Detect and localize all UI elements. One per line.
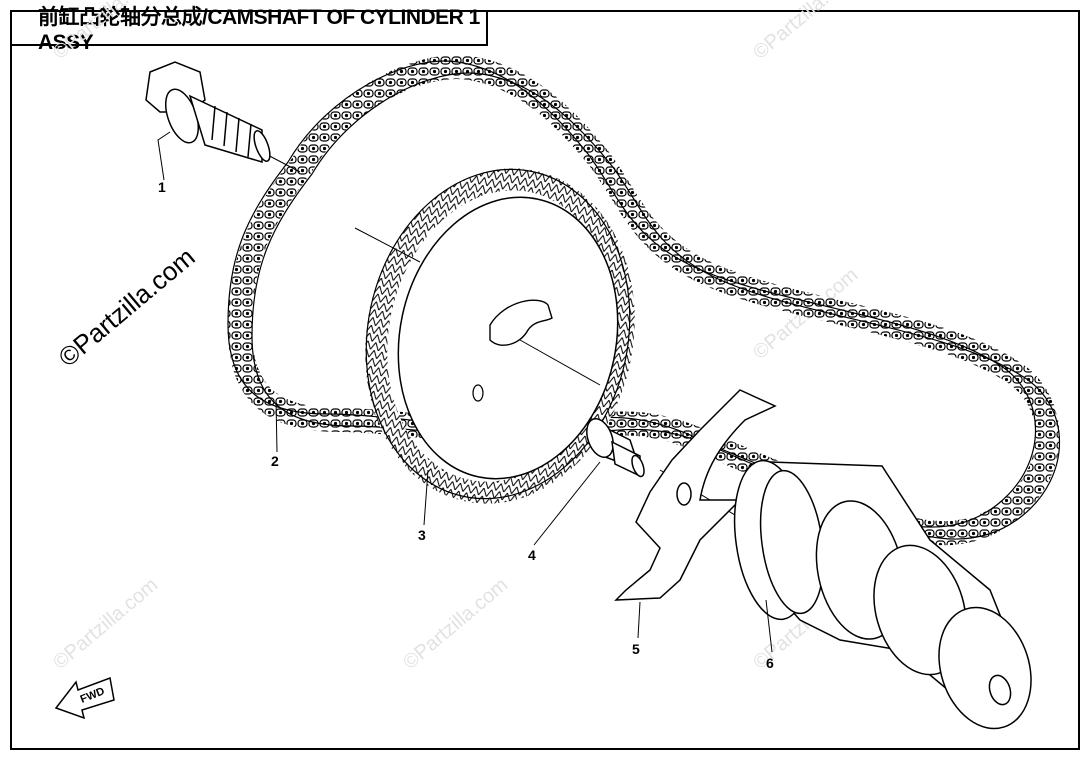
forward-direction-arrow: FWD xyxy=(54,676,115,720)
watermark-text: ©Partzilla.com xyxy=(49,0,162,64)
callouts: 1 2 3 4 5 6 xyxy=(158,179,774,671)
watermark-text: ©Partzilla.com xyxy=(749,0,862,64)
callout-4: 4 xyxy=(528,547,536,563)
callout-leader-lines xyxy=(157,131,773,653)
watermark-text: ©Partzilla.com xyxy=(49,574,162,674)
callout-1: 1 xyxy=(158,179,166,195)
sprocket-dowel-hole xyxy=(472,384,484,402)
diagram-frame xyxy=(10,10,1080,750)
watermark-text: ©Partzilla.com xyxy=(399,574,512,674)
camshaft xyxy=(733,459,1032,730)
flange-bolt xyxy=(145,61,271,164)
dowel-pin xyxy=(586,418,645,478)
callout-6: 6 xyxy=(766,655,774,671)
diagram-title: 前缸凸轮轴分总成/CAMSHAFT OF CYLINDER 1 ASSY xyxy=(38,6,480,54)
diagram-title-box: 前缸凸轮轴分总成/CAMSHAFT OF CYLINDER 1 ASSY xyxy=(10,6,488,54)
watermark-text-dark: ©Partzilla.com xyxy=(53,242,201,373)
sprocket-center-hole xyxy=(489,299,553,346)
callout-5: 5 xyxy=(632,641,640,657)
callout-2: 2 xyxy=(271,453,279,469)
fwd-arrow-icon xyxy=(54,676,115,720)
cam-sprocket xyxy=(365,168,635,504)
cam-plate xyxy=(614,389,777,601)
callout-3: 3 xyxy=(418,527,426,543)
timing-chain xyxy=(227,55,1061,546)
